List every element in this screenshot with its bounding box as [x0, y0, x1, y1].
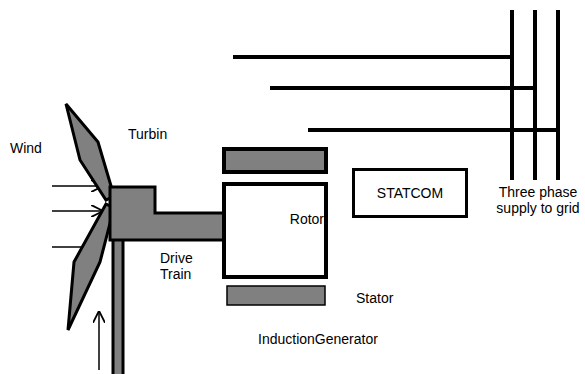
- grid-label: Three phase supply to grid: [494, 184, 582, 216]
- node-text: Rotor: [290, 211, 324, 227]
- drive-train-label: Drive Train: [160, 250, 202, 282]
- component-box: STATCOM: [352, 168, 468, 218]
- blade: [68, 204, 114, 330]
- drive-train-shaft: [110, 187, 224, 240]
- generator-label: InductionGenerator: [258, 331, 378, 347]
- stator-bar: [227, 286, 325, 305]
- stator-label: Stator: [356, 290, 393, 306]
- component-box: Rotor: [222, 182, 328, 279]
- node-text: STATCOM: [377, 185, 443, 201]
- stator-bar: [224, 149, 326, 172]
- turbine-label: Turbin: [128, 126, 167, 142]
- blade: [66, 104, 114, 200]
- wind-label: Wind: [10, 140, 42, 156]
